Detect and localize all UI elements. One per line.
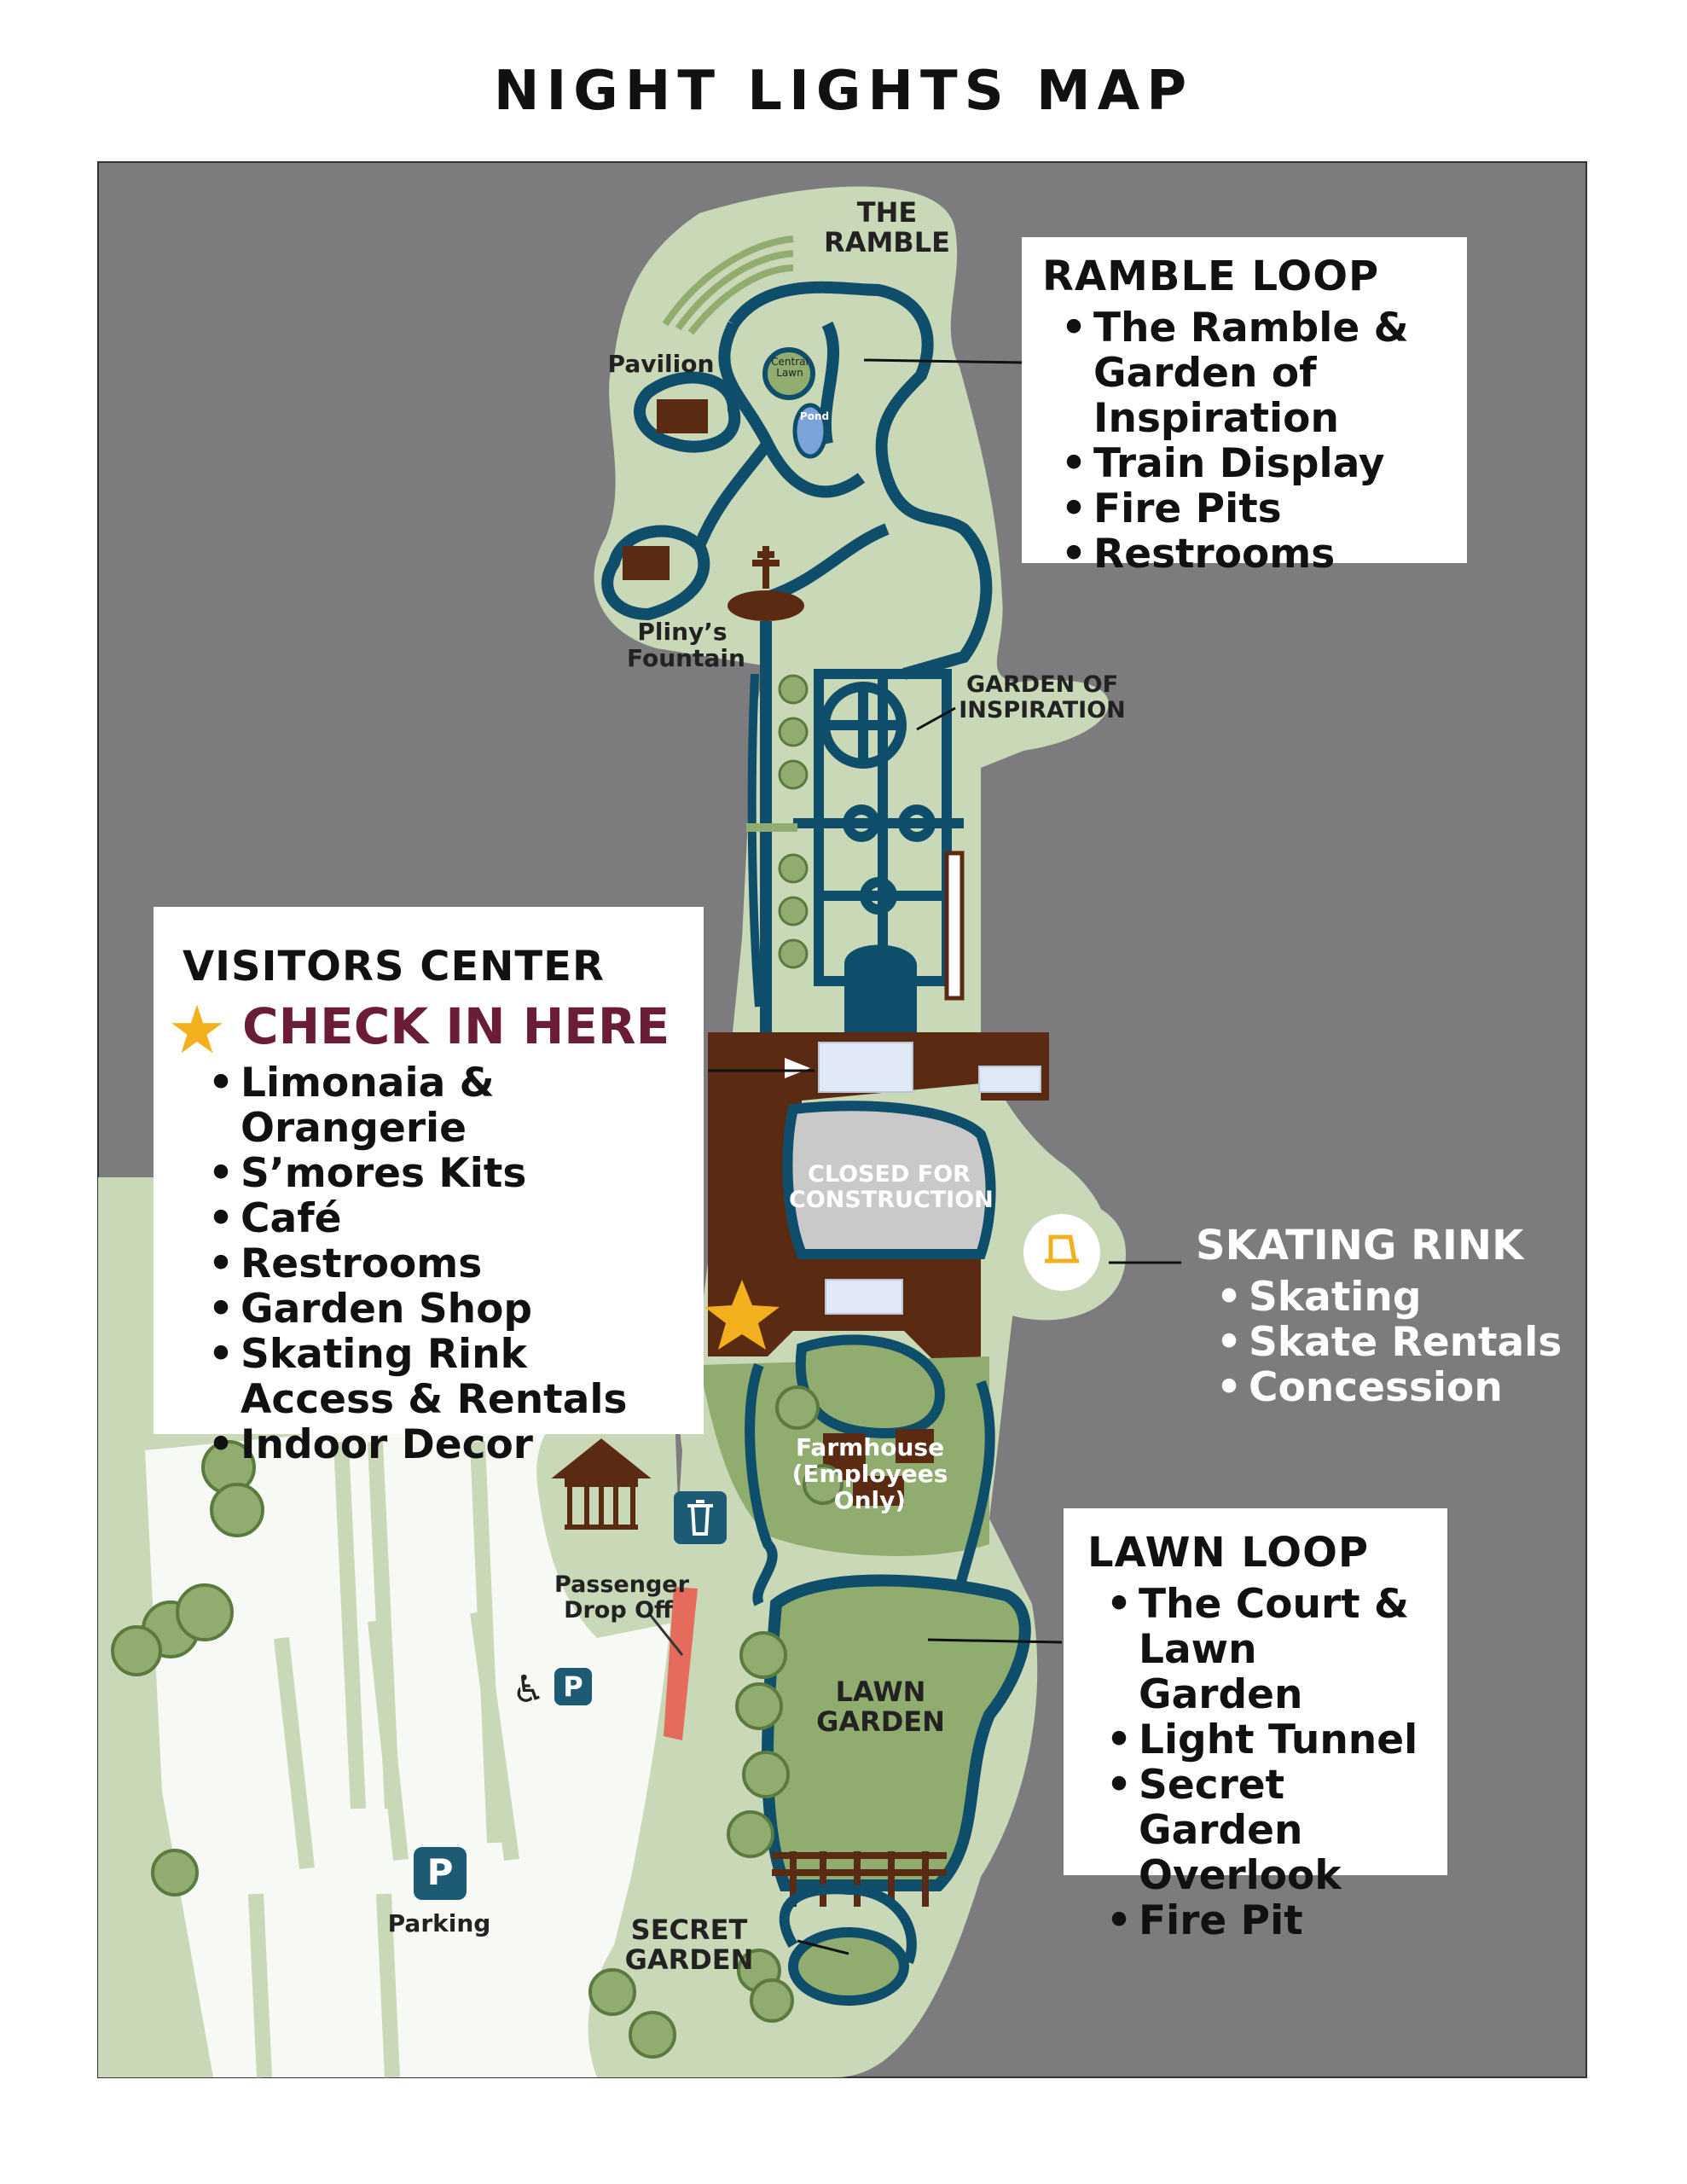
pergola-icon: [772, 1851, 947, 1907]
skating-rink-info: SKATING RINK Skating Skate Rentals Conce…: [1196, 1222, 1571, 1410]
east-glass: [825, 1279, 903, 1315]
trash-icon: [674, 1491, 727, 1544]
farmhouse-loop-path: [795, 1334, 945, 1439]
list-item: Fire Pits: [1061, 486, 1446, 531]
map-title: NIGHT LIGHTS MAP: [493, 60, 1194, 123]
list-item: Skate Rentals: [1216, 1320, 1571, 1365]
ramble-paths: [601, 281, 993, 680]
closed-for-construction-label: CLOSED FOR CONSTRUCTION: [789, 1161, 994, 1213]
lawn-garden-label: LAWN GARDEN: [816, 1676, 945, 1739]
garden-cistern: [844, 944, 917, 1032]
drop-off-leader: [646, 1612, 684, 1656]
visitors-center-list: Limonaia & Orangerie S’mores Kits Café R…: [183, 1060, 675, 1467]
ramble-loop-box: RAMBLE LOOP The Ramble & Garden of Inspi…: [1022, 237, 1467, 577]
fountain-basin: [728, 590, 804, 621]
lawn-loop-list: The Court & Lawn Garden Light Tunnel Sec…: [1087, 1582, 1423, 1943]
parking-lanes: [145, 1399, 674, 2077]
list-item: Limonaia & Orangerie: [208, 1060, 675, 1151]
list-item: Restrooms: [208, 1241, 675, 1287]
farmhouse-buildings: [823, 1429, 934, 1506]
farmhouse-label: Farmhouse (Employees Only): [791, 1433, 948, 1514]
central-lawn-label: Central Lawn: [771, 356, 809, 380]
list-item: Concession: [1216, 1365, 1571, 1410]
secret-garden-loop: [779, 1884, 917, 1965]
star-icon: ★: [167, 992, 227, 1069]
list-item: Skating Rink Access & Rentals: [208, 1332, 675, 1422]
train-display: [944, 851, 965, 1001]
ramble-loop-list: The Ramble & Garden of Inspiration Train…: [1042, 305, 1446, 577]
ramble-arcs: [662, 235, 794, 335]
fountain-icon: [752, 546, 780, 589]
drop-off-zone: [664, 1587, 698, 1740]
star-icon: [704, 1280, 780, 1350]
list-item: Train Display: [1061, 441, 1446, 486]
list-item: Garden Shop: [208, 1287, 675, 1332]
skating-rink-heading: SKATING RINK: [1196, 1222, 1524, 1269]
the-ramble-label: THE RAMBLE: [824, 196, 950, 259]
list-item: S’mores Kits: [208, 1151, 675, 1196]
check-in-heading: ★ CHECK IN HERE: [167, 992, 675, 1069]
visitors-center-heading: VISITORS CENTER: [183, 943, 605, 990]
ramble-building: [623, 546, 670, 580]
list-item: Restrooms: [1061, 531, 1446, 577]
accessible-icon: ♿: [512, 1668, 545, 1711]
skating-rink-list: Skating Skate Rentals Concession: [1196, 1275, 1571, 1410]
central-lawn: [762, 347, 815, 400]
ramble-loop-heading: RAMBLE LOOP: [1042, 253, 1380, 300]
pond: [792, 403, 828, 459]
pavilion-label: Pavilion: [607, 350, 715, 378]
list-item: Fire Pit: [1106, 1898, 1423, 1943]
plinys-fountain-label: Pliny’s Fountain: [627, 618, 745, 672]
construction-area: [782, 1101, 996, 1259]
side-path: [746, 823, 797, 832]
skate-icon: [1023, 1214, 1100, 1291]
accessible-parking-badge-label: P: [563, 1670, 583, 1703]
secret-garden: [788, 1927, 909, 2006]
arrow-icon: [785, 1058, 810, 1078]
lawn-loop-box: LAWN LOOP The Court & Lawn Garden Light …: [1064, 1508, 1447, 1943]
list-item: Skating: [1216, 1275, 1571, 1320]
trees: [111, 1385, 844, 2059]
left-axis-path: [747, 673, 763, 1008]
passenger-drop-off-label: Passenger Drop Off: [554, 1571, 689, 1623]
parking-stripes: [248, 1441, 519, 2078]
orangerie-glass: [978, 1066, 1041, 1093]
pavilion-building: [657, 399, 708, 433]
lawn-loop-heading: LAWN LOOP: [1087, 1529, 1370, 1577]
hedge-column: [778, 674, 809, 969]
list-item: Secret Garden Overlook: [1106, 1763, 1423, 1898]
parking-badge-label: P: [426, 1851, 454, 1893]
leader-lines: [708, 358, 1181, 1955]
check-in-label: CHECK IN HERE: [242, 997, 670, 1055]
list-item: Light Tunnel: [1106, 1717, 1423, 1763]
garden-of-inspiration-label: GARDEN OF INSPIRATION: [959, 671, 1126, 723]
limonaia-glass: [818, 1042, 913, 1093]
list-item: The Ramble & Garden of Inspiration: [1061, 305, 1446, 441]
garden-of-inspiration: [793, 669, 964, 986]
parking-icon: [414, 1847, 467, 1900]
visitors-center-box: VISITORS CENTER ★ CHECK IN HERE Limonaia…: [154, 907, 704, 1467]
list-item: The Court & Lawn Garden: [1106, 1582, 1423, 1717]
pond-label: Pond: [799, 410, 830, 422]
secret-garden-label: SECRET GARDEN: [624, 1914, 754, 1977]
list-item: Café: [208, 1196, 675, 1241]
parking-label: Parking: [387, 1909, 491, 1937]
list-item: Indoor Decor: [208, 1422, 675, 1467]
accessible-parking-badge: [554, 1668, 592, 1705]
farmhouse-path: [745, 1362, 995, 1606]
